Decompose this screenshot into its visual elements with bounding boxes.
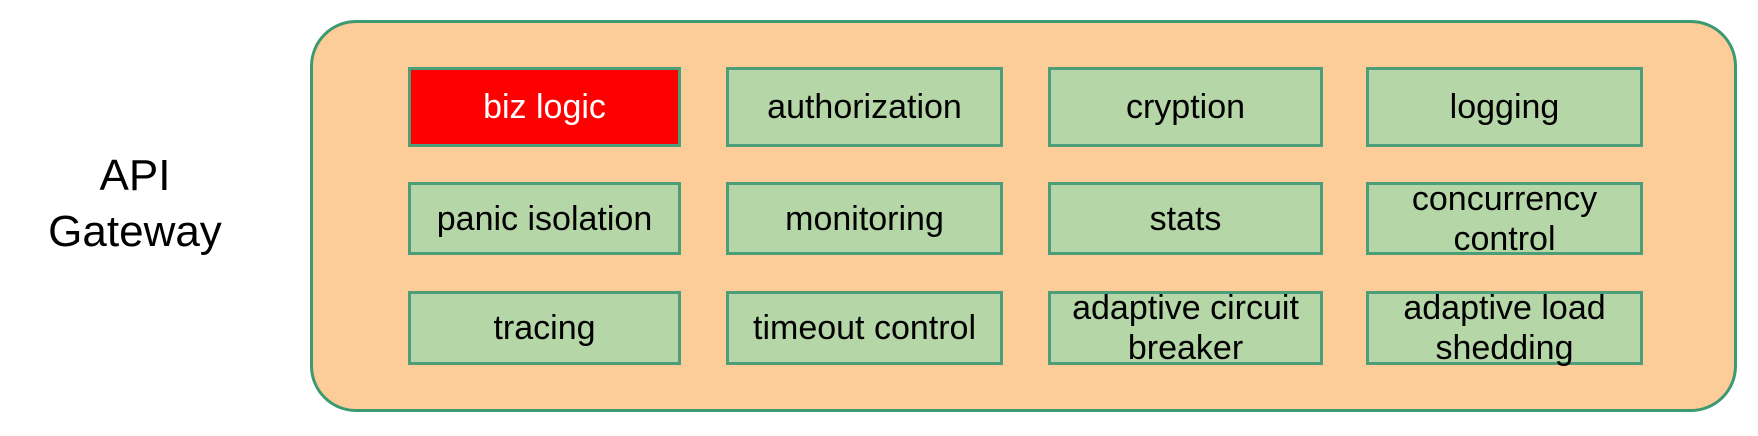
module-adaptive-load-shedding[interactable]: adaptive load shedding [1366,289,1643,367]
module-authorization[interactable]: authorization [726,67,1003,147]
module-cryption[interactable]: cryption [1048,67,1323,147]
module-panic-isolation[interactable]: panic isolation [408,182,681,255]
module-monitoring[interactable]: monitoring [726,182,1003,255]
module-concurrency-control[interactable]: concurrency control [1366,180,1643,258]
api-gateway-container: biz logic authorization cryption logging… [310,20,1737,412]
api-gateway-label: API Gateway [48,151,222,256]
module-stats[interactable]: stats [1048,182,1323,255]
module-logging[interactable]: logging [1366,67,1643,147]
module-biz-logic[interactable]: biz logic [408,67,681,147]
module-tracing[interactable]: tracing [408,291,681,365]
module-adaptive-circuit-breaker[interactable]: adaptive circuit breaker [1048,289,1323,367]
module-timeout-control[interactable]: timeout control [726,291,1003,365]
module-grid: biz logic authorization cryption logging… [408,67,1643,367]
